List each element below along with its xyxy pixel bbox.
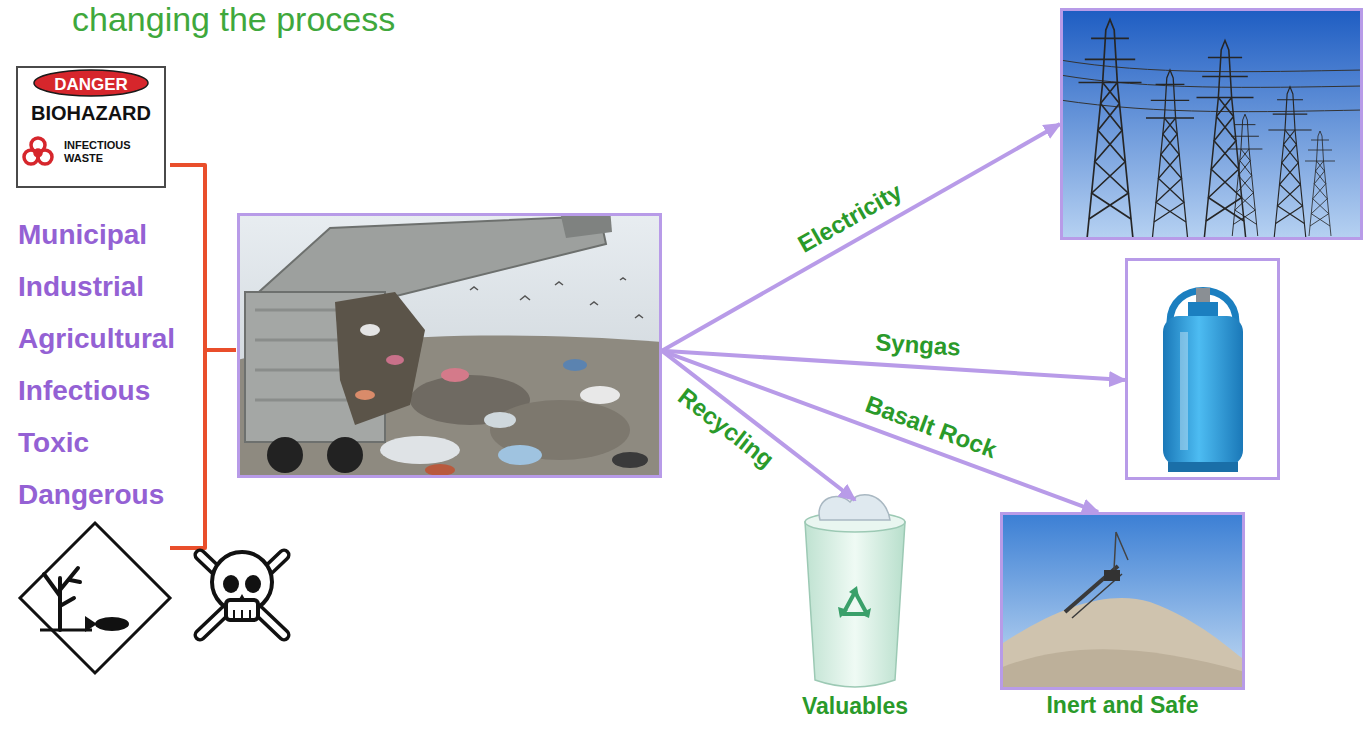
edge-label-holder: Basalt Rock — [859, 389, 1003, 465]
edge-label: Syngas — [872, 328, 965, 362]
garbage-truck-photo — [237, 213, 662, 478]
bracket — [170, 165, 236, 548]
flow-arrow — [662, 351, 855, 500]
bin-figure: Valuables — [800, 500, 910, 690]
waste-type: Municipal — [18, 218, 175, 270]
waste-type: Dangerous — [18, 478, 175, 530]
hazard-sign: DANGER BIOHAZARD INFECTIOUS WASTE — [16, 66, 166, 188]
sign-heading: DANGER — [18, 73, 164, 97]
slide-title: changing the process — [72, 0, 395, 38]
recycling-bin — [805, 495, 905, 687]
toxic-skull-symbol — [200, 552, 284, 635]
flow-arrow — [662, 351, 1098, 512]
photo-box — [1060, 8, 1363, 240]
sign-note: INFECTIOUS WASTE — [64, 139, 148, 165]
photo-box — [237, 213, 662, 478]
output-caption: Inert and Safe — [1046, 691, 1198, 719]
waste-type: Agricultural — [18, 322, 175, 374]
edge-label-holder: Syngas — [872, 328, 965, 362]
photo-box: Inert and Safe — [1000, 512, 1245, 690]
waste-type-list: MunicipalIndustrialAgriculturalInfectiou… — [18, 218, 175, 530]
flow-arrow — [662, 124, 1060, 351]
gas-bottle — [1163, 288, 1243, 472]
waste-type: Toxic — [18, 426, 175, 478]
waste-type: Industrial — [18, 270, 175, 322]
slide-title-text: changing the process — [72, 0, 395, 38]
output-caption: Valuables — [802, 692, 908, 720]
photo-box — [1125, 258, 1280, 480]
sign-title: BIOHAZARD — [18, 101, 164, 125]
waste-type: Infectious — [18, 374, 175, 426]
basalt-gravel-photo — [1000, 512, 1245, 690]
edge-label: Basalt Rock — [859, 389, 1003, 465]
environment-hazard-symbol — [20, 523, 170, 673]
power-lines-photo — [1060, 8, 1363, 240]
